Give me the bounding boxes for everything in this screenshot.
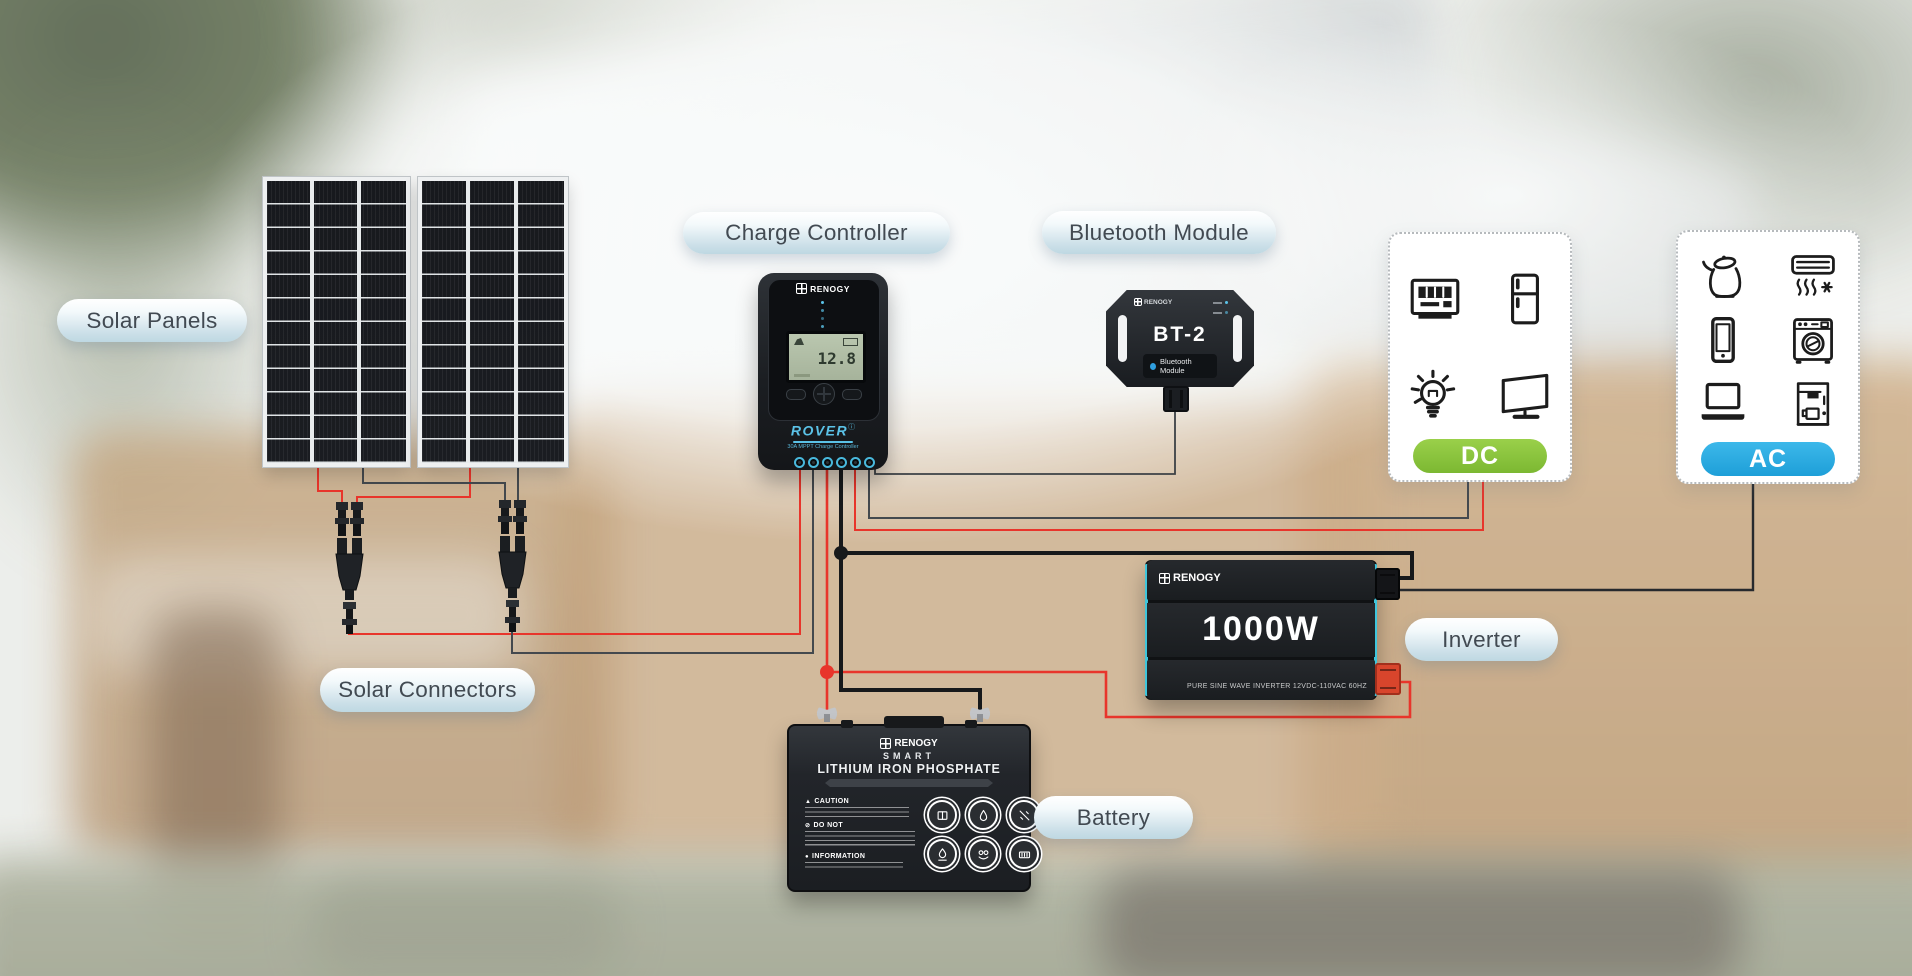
wire-dc-load-negative: [868, 468, 1469, 519]
renogy-logo: RENOGY: [1159, 572, 1221, 584]
inverter-spec-text: PURE SINE WAVE INVERTER 12VDC-110VAC 60H…: [1187, 683, 1367, 690]
bt2-cable-connector: [1163, 386, 1189, 412]
battery-information-section: ●INFORMATION: [805, 853, 917, 871]
select-button[interactable]: [813, 383, 835, 405]
renogy-logo: RENOGY: [789, 738, 1029, 749]
battery-device: RENOGY SMART LITHIUM IRON PHOSPHATE ▲CAU…: [787, 716, 1039, 892]
wire-dc-load-positive: [854, 468, 1484, 531]
air-conditioner-icon: [1791, 255, 1835, 296]
brand-text: RENOGY: [810, 283, 850, 294]
washing-machine-icon: [1793, 318, 1833, 364]
wire-panel1-positive: [317, 464, 343, 505]
label-charge-controller: Charge Controller: [683, 212, 950, 254]
label-solar-panels: Solar Panels: [57, 299, 247, 342]
mc4-y-connector-left: [335, 502, 364, 634]
wire-ac-output: [1398, 482, 1755, 592]
wire-bt2-comm: [874, 411, 1176, 475]
lcd-display: 12.8: [786, 331, 866, 383]
protective-gear-icon: [968, 839, 998, 869]
renogy-grid-icon: [1159, 572, 1170, 584]
model-badge: ROVERⓘ 30A MPPT Charge Controller: [758, 422, 888, 450]
refrigerator-icon: [1511, 273, 1539, 325]
renogy-grid-icon: [796, 283, 808, 294]
dc-badge: DC: [1413, 439, 1547, 473]
battery-terminal-icon: [1009, 839, 1039, 869]
tv-icon: [1501, 373, 1549, 419]
ac-output-connector: [1375, 568, 1400, 600]
brand-text: RENOGY: [1173, 572, 1221, 584]
wire-inverter-negative: [841, 551, 1414, 580]
battery-caution-section: ▲CAUTION: [805, 798, 917, 818]
dc-input-connector: [1375, 663, 1401, 695]
laptop-icon: [1701, 382, 1745, 420]
battery-donot-section: ⊘DO NOT: [805, 822, 917, 847]
inverter-power-rating: 1000W: [1202, 610, 1320, 648]
bluetooth-icon: [1150, 362, 1156, 370]
smartphone-icon: [1711, 316, 1735, 364]
label-inverter: Inverter: [1405, 618, 1558, 661]
junction-negative: [834, 546, 848, 560]
brand-text: RENOGY: [1144, 298, 1173, 306]
battery-positive-terminal: [816, 706, 838, 722]
left-button[interactable]: [786, 389, 806, 400]
wire-panel2-positive: [356, 464, 471, 505]
kettle-icon: [1702, 255, 1742, 298]
solar-panel-2: [418, 177, 568, 467]
battery-title-line1: SMART: [883, 751, 935, 761]
renogy-grid-icon: [1134, 298, 1142, 306]
wire-inverter-positive: [827, 670, 1412, 719]
label-battery: Battery: [1034, 796, 1193, 839]
label-bluetooth-module: Bluetooth Module: [1042, 211, 1276, 254]
renogy-logo: RENOGY: [1134, 298, 1172, 306]
ac-appliances-box: AC: [1676, 230, 1860, 484]
right-button[interactable]: [842, 389, 862, 400]
battery-spec-banner: [825, 779, 993, 787]
battery-title-line2: LITHIUM IRON PHOSPHATE: [817, 762, 1001, 776]
battery-label: RENOGY SMART LITHIUM IRON PHOSPHATE: [789, 738, 1029, 787]
wire-panel1-negative: [362, 464, 506, 503]
mc4-y-connector-right: [498, 500, 527, 632]
charge-controller-device: RENOGY 12.8 ROVERⓘ 30A MPPT Charge Contr…: [758, 273, 888, 470]
lcd-value: 12.8: [817, 349, 856, 368]
wire-pv-positive: [348, 468, 801, 635]
model-name: ROVER: [790, 422, 849, 439]
label-solar-connectors: Solar Connectors: [320, 668, 535, 712]
model-subtitle: 30A MPPT Charge Controller: [787, 444, 859, 451]
battery-safety-icons: [927, 800, 1039, 869]
inverter-device: RENOGY 1000W PURE SINE WAVE INVERTER 12V…: [1145, 560, 1401, 700]
ac-badge: AC: [1701, 442, 1835, 476]
wire-battery-negative: [839, 468, 982, 716]
coffee-maker-icon: [1796, 382, 1830, 426]
renogy-logo: RENOGY: [758, 283, 888, 294]
solar-panel-1: [263, 177, 410, 467]
junction-positive: [820, 665, 834, 679]
battery-negative-terminal: [969, 706, 991, 722]
no-water-icon: [927, 839, 957, 869]
bt2-model: BT-2: [1153, 323, 1207, 346]
dc-appliances-box: DC: [1388, 232, 1572, 482]
bluetooth-module-device: RENOGY BT-2 Bluetooth Module: [1106, 290, 1254, 387]
renogy-grid-icon: [880, 738, 892, 749]
light-bulb-icon: [1410, 369, 1456, 418]
wire-pv-negative: [511, 468, 814, 654]
user-manual-icon: [927, 800, 957, 830]
bt2-caption: Bluetooth Module: [1143, 354, 1217, 378]
fire-hazard-icon: [968, 800, 998, 830]
microwave-icon: [1410, 278, 1460, 319]
brand-text: RENOGY: [894, 738, 938, 749]
